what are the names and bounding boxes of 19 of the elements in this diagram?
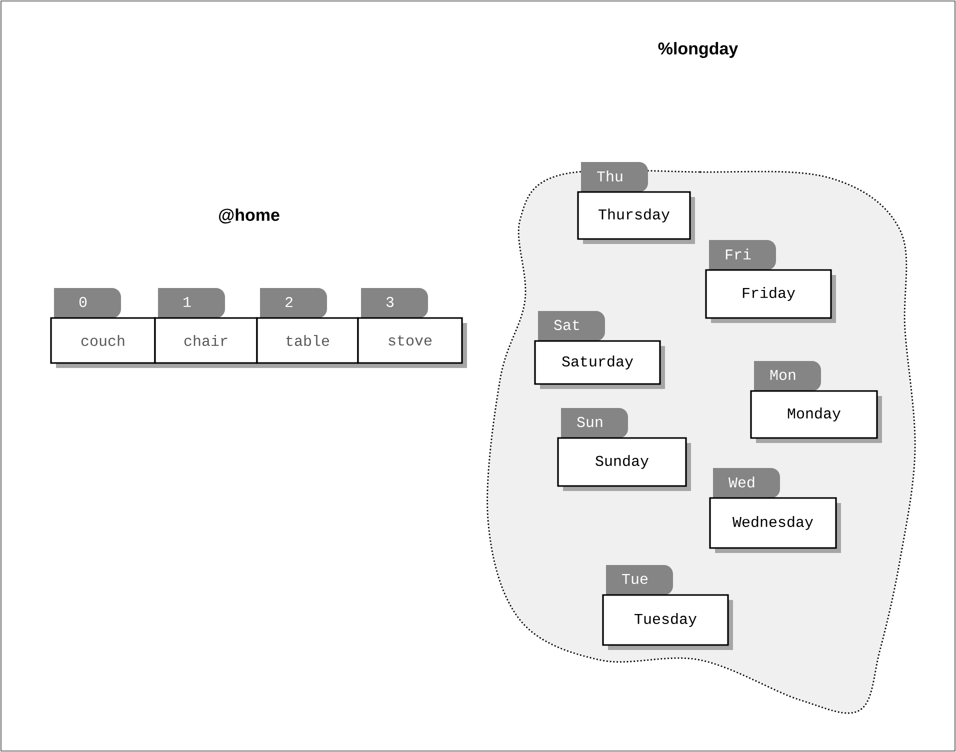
tab-label: 0 (54, 288, 121, 318)
title: @home (219, 208, 280, 224)
tab-label: Mon (754, 361, 821, 391)
tab-label: 1 (158, 288, 225, 318)
tab-label: Thu (581, 162, 648, 192)
tab-label: Sun (561, 408, 628, 438)
title: %longday (658, 42, 738, 58)
value-box: Saturday (534, 340, 665, 389)
tab-label: Sat (538, 311, 605, 341)
tab-label: Wed (713, 468, 780, 498)
tab-label: 3 (361, 288, 428, 318)
value-box: Tuesday (602, 594, 733, 650)
value-box: Sunday (557, 437, 691, 491)
tab-label: Fri (709, 240, 776, 270)
value-box: Friday (705, 269, 836, 323)
value-box: Monday (750, 390, 882, 443)
tab-label: 2 (260, 288, 327, 318)
value-box: Wednesday (709, 497, 841, 553)
tab-label: Tue (606, 565, 673, 595)
